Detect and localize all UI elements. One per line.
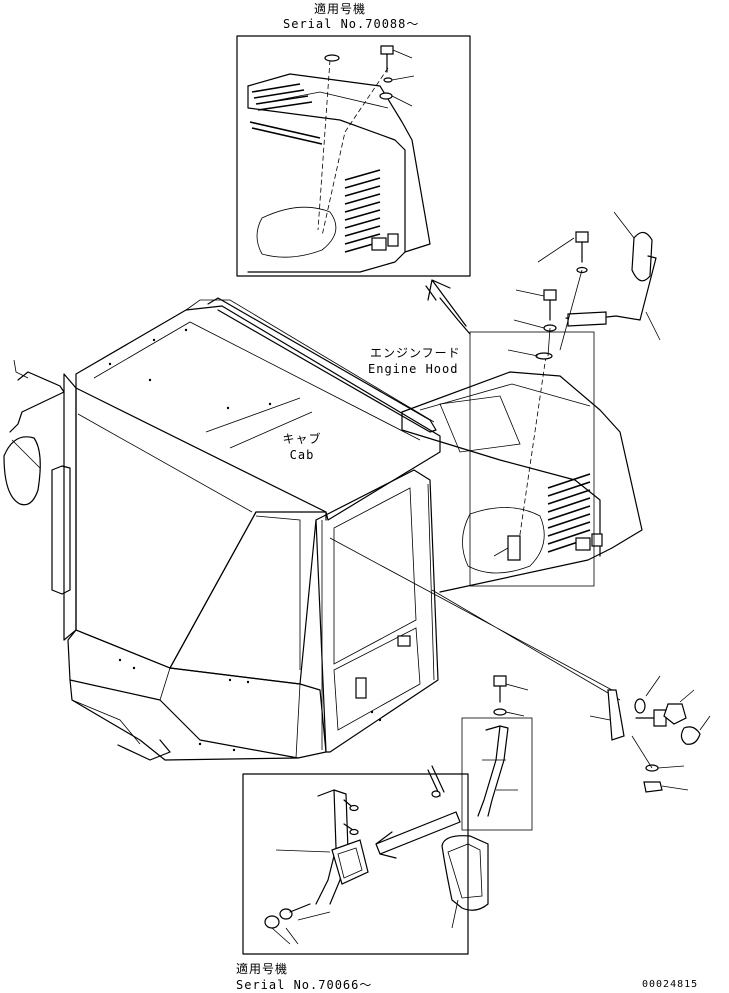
- mirror-arm-detail: [427, 675, 533, 929]
- bottom-inset-frame: [242, 773, 469, 955]
- bottom-inset-mirror-arm: [264, 789, 369, 945]
- bracket-hardware: [329, 537, 711, 793]
- top-inset-serial: Serial No.70088～: [283, 17, 420, 31]
- engine-hood-drawing: [401, 331, 643, 593]
- top-inset-title-ja: 適用号機: [313, 2, 366, 16]
- inset-arrow-bottom: [375, 811, 461, 859]
- top-inset-frame: [236, 35, 471, 277]
- bottom-inset-title-ja: 適用号機: [236, 962, 289, 976]
- bottom-inset-serial: Serial No.70066～: [236, 978, 373, 992]
- cab-label-ja: キャブ: [282, 432, 322, 446]
- drawing-number: 00024815: [642, 979, 699, 990]
- top-inset-hood-detail: [247, 45, 431, 273]
- right-mirror-assembly: [513, 211, 661, 357]
- engine-hood-label-ja: エンジンフード: [370, 346, 461, 360]
- inset-arrow-top: [425, 279, 471, 335]
- cab-label-en: Cab: [289, 448, 315, 462]
- engine-hood-label-en: Engine Hood: [368, 362, 459, 376]
- cab-drawing: [3, 297, 441, 761]
